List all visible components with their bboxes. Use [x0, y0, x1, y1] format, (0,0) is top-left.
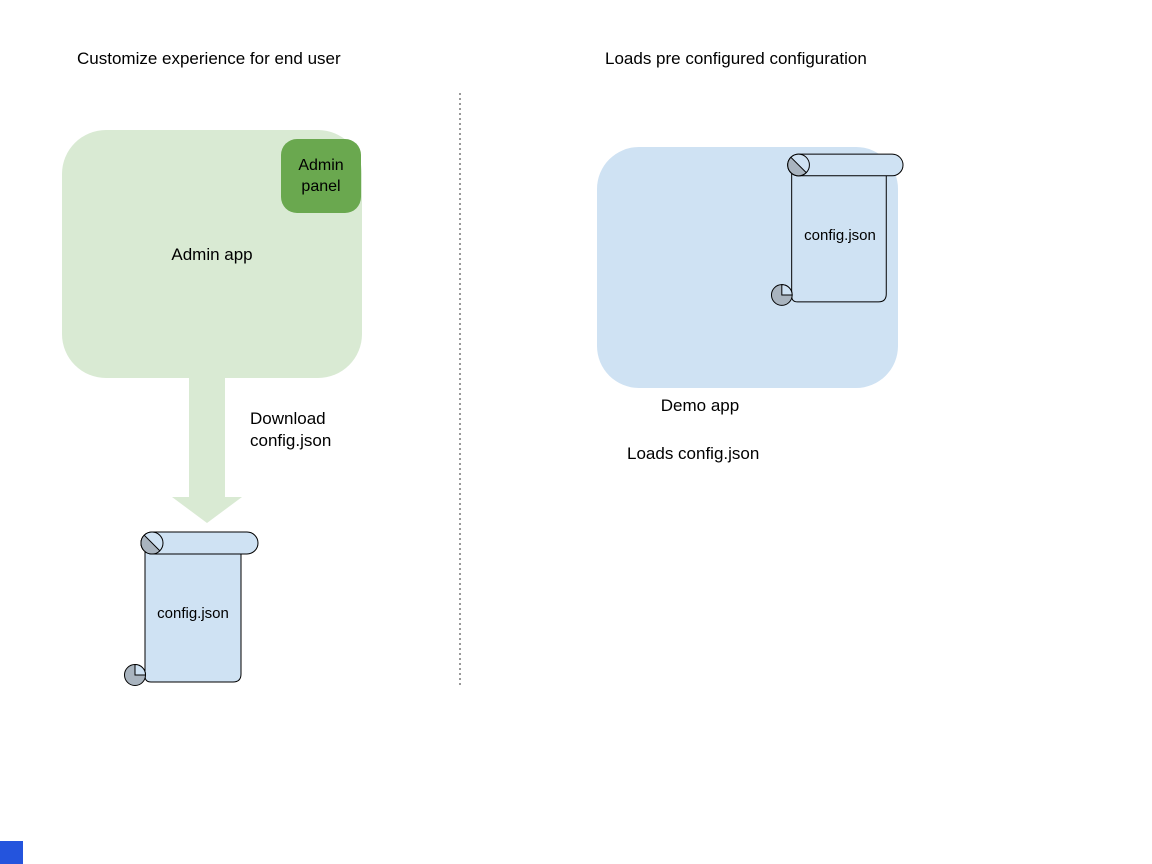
config-scroll-left-label: config.json	[157, 605, 229, 622]
loads-caption: Loads config.json	[627, 444, 760, 463]
download-caption-line1: Download	[250, 409, 326, 428]
config-scroll-right: config.json	[770, 152, 904, 306]
left-section-title: Customize experience for end user	[77, 49, 341, 68]
admin-panel-label: Admin panel	[298, 157, 344, 195]
admin-panel-box: Admin panel	[281, 139, 361, 213]
demo-app-label: Demo app	[660, 396, 740, 415]
scroll-shape-icon	[770, 153, 904, 306]
scroll-shape-icon	[124, 531, 259, 686]
download-caption: Download config.json	[250, 408, 331, 452]
config-scroll-right-label: config.json	[804, 227, 876, 244]
download-arrow-icon	[172, 377, 242, 523]
admin-app-label: Admin app	[171, 244, 253, 264]
corner-square	[0, 841, 23, 864]
download-caption-line2: config.json	[250, 431, 332, 450]
config-scroll-left: config.json	[123, 530, 259, 686]
right-section-title: Loads pre configured configuration	[605, 49, 867, 68]
section-divider	[459, 93, 461, 687]
